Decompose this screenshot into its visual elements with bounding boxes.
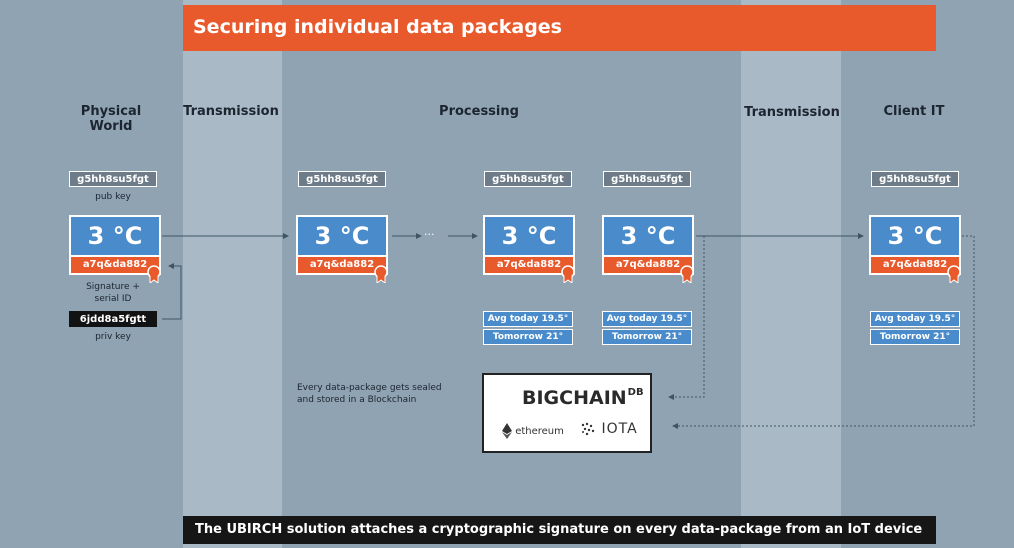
arrowhead-processing-to-client [858, 233, 864, 239]
arrowhead-to-ellipsis [416, 233, 422, 239]
priv-key-physical: 6jdd8a5fgtt [69, 311, 157, 327]
page-title: Securing individual data packages [193, 16, 562, 38]
pub-key-client: g5hh8su5fgt [871, 171, 959, 187]
signature-label-line2: serial ID [94, 294, 132, 304]
dotted-client-to-blockchain [676, 235, 975, 427]
blockchain-note-line2: and stored in a Blockchain [297, 395, 417, 405]
tomorrow-processing-3: Tomorrow 21° [602, 329, 692, 345]
dotted-processing-to-blockchain [672, 236, 705, 398]
pub-key-processing-1: g5hh8su5fgt [298, 171, 386, 187]
temperature-value: 3 °C [869, 215, 961, 257]
seal-icon [680, 265, 694, 283]
iota-logo: IOTA [580, 421, 638, 437]
blockchain-note: Every data-package gets sealed and store… [297, 382, 442, 406]
arrowhead-from-ellipsis [472, 233, 478, 239]
signature-value: a7q&da882 [296, 257, 388, 275]
bigchaindb-wordmark: BIGCHAIN [522, 387, 627, 409]
data-package-processing-3: 3 °C a7q&da882 [602, 215, 694, 283]
blockchain-logos-box: BIGCHAINDB ethereum IOTA [482, 373, 652, 453]
footer-bar: The UBIRCH solution attaches a cryptogra… [183, 516, 936, 544]
tomorrow-client: Tomorrow 21° [870, 329, 960, 345]
temperature-value: 3 °C [602, 215, 694, 257]
priv-key-signing-bracket [162, 265, 182, 320]
seal-icon [374, 265, 388, 283]
column-heading-physical-line1: Physical [80, 104, 142, 119]
column-heading-physical-world: Physical World [66, 104, 156, 134]
pub-key-label: pub key [95, 192, 131, 202]
signature-value: a7q&da882 [69, 257, 161, 275]
signature-serial-label: Signature + serial ID [69, 281, 157, 305]
column-heading-processing: Processing [439, 104, 519, 119]
avg-today-client: Avg today 19.5° [870, 311, 960, 327]
signature-label-line1: Signature + [86, 282, 140, 292]
seal-icon [561, 265, 575, 283]
avg-today-processing-3: Avg today 19.5° [602, 311, 692, 327]
ethereum-icon [502, 423, 512, 439]
data-package-client: 3 °C a7q&da882 [869, 215, 961, 283]
transmission-lane-right [741, 0, 841, 548]
arrowhead-signing [168, 263, 174, 269]
avg-today-processing-2: Avg today 19.5° [483, 311, 573, 327]
seal-icon [947, 265, 961, 283]
data-package-processing-2: 3 °C a7q&da882 [483, 215, 575, 283]
data-package-processing-1: 3 °C a7q&da882 [296, 215, 388, 283]
title-bar: Securing individual data packages [183, 5, 936, 51]
column-heading-transmission-right: Transmission [744, 105, 840, 120]
pub-key-processing-2: g5hh8su5fgt [484, 171, 572, 187]
iota-icon [581, 422, 595, 436]
blockchain-note-line1: Every data-package gets sealed [297, 383, 442, 393]
arrowhead-dotted-client [672, 423, 678, 429]
column-heading-transmission-left: Transmission [183, 104, 279, 119]
tomorrow-processing-2: Tomorrow 21° [483, 329, 573, 345]
bigchaindb-logo: BIGCHAINDB [522, 387, 644, 409]
ethereum-wordmark: ethereum [515, 426, 564, 437]
column-heading-physical-line2: World [89, 119, 133, 134]
signature-value: a7q&da882 [483, 257, 575, 275]
column-heading-client-it: Client IT [883, 104, 945, 119]
pub-key-processing-3: g5hh8su5fgt [603, 171, 691, 187]
footer-caption: The UBIRCH solution attaches a cryptogra… [195, 522, 923, 537]
seal-icon [147, 265, 161, 283]
signature-value: a7q&da882 [869, 257, 961, 275]
iota-wordmark: IOTA [601, 421, 638, 437]
temperature-value: 3 °C [483, 215, 575, 257]
bigchaindb-suffix: DB [627, 387, 644, 398]
priv-key-label: priv key [95, 332, 131, 342]
arrowhead-dotted-processing [668, 394, 674, 400]
transmission-lane-left [183, 0, 282, 548]
temperature-value: 3 °C [296, 215, 388, 257]
signature-value: a7q&da882 [602, 257, 694, 275]
temperature-value: 3 °C [69, 215, 161, 257]
data-package-physical: 3 °C a7q&da882 [69, 215, 161, 283]
arrowhead-physical-to-processing [283, 233, 289, 239]
ethereum-logo: ethereum [502, 423, 564, 439]
pub-key-physical: g5hh8su5fgt [69, 171, 157, 187]
processing-ellipsis: ··· [424, 228, 435, 241]
